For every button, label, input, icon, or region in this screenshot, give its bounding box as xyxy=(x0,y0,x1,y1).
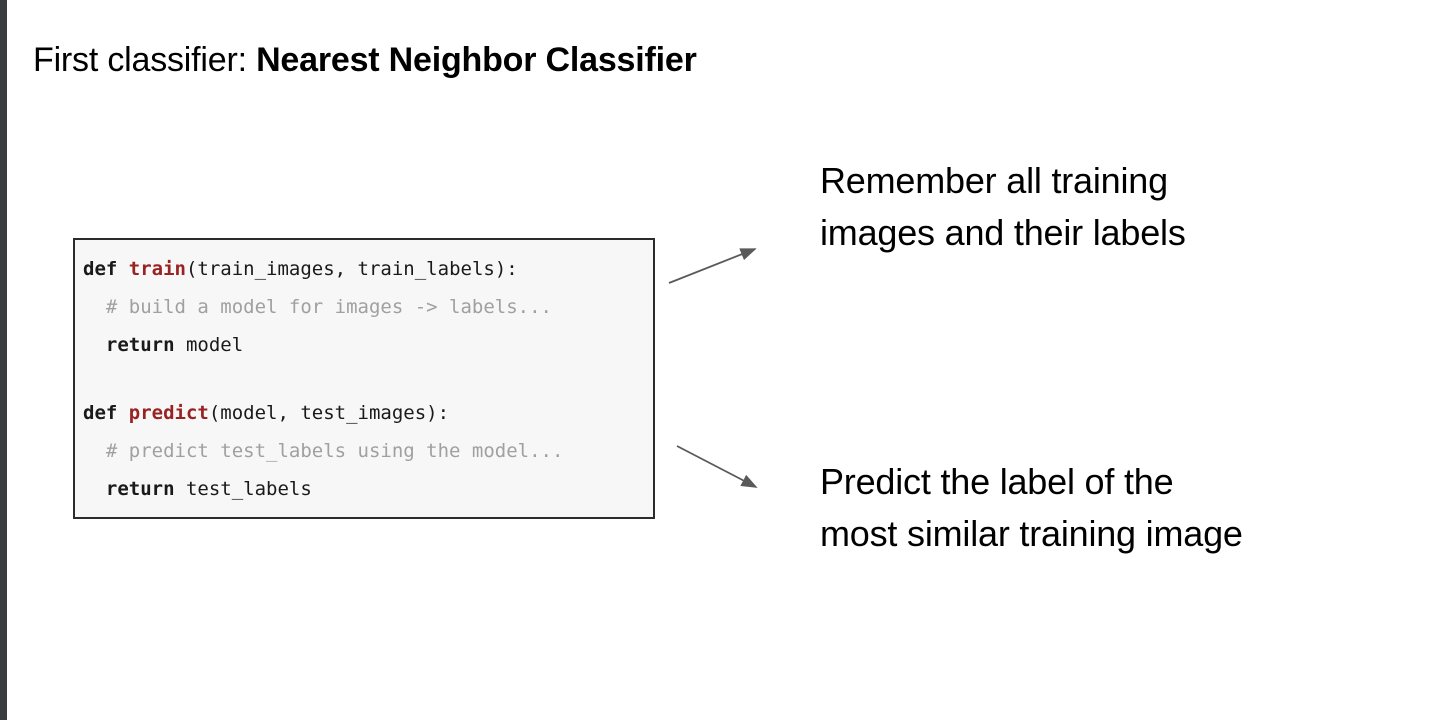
code-token-fn: predict xyxy=(128,402,209,424)
code-token-plain xyxy=(83,372,94,394)
annotation-train-line-1: Remember all training xyxy=(820,160,1168,201)
code-token-fn: train xyxy=(128,258,186,280)
code-token-plain: (model, test_images): xyxy=(208,402,450,424)
page-title: First classifier: Nearest Neighbor Class… xyxy=(33,38,697,82)
code-line-blank-line xyxy=(83,364,653,394)
code-line-return-test-labels: return test_labels xyxy=(83,470,653,508)
code-token-plain: (train_images, train_labels): xyxy=(185,258,518,280)
annotation-predict: Predict the label of the most similar tr… xyxy=(820,456,1420,560)
code-token-kw: def xyxy=(83,402,129,424)
code-token-comment: # build a model for images -> labels... xyxy=(83,296,552,318)
annotation-predict-line-1: Predict the label of the xyxy=(820,461,1174,502)
code-line-comment-predict: # predict test_labels using the model... xyxy=(83,432,653,470)
code-token-kw: return xyxy=(83,334,186,356)
code-token-plain: model xyxy=(185,334,244,356)
left-edge-strip xyxy=(0,0,7,720)
code-token-kw: def xyxy=(83,258,129,280)
annotation-train-line-2: images and their labels xyxy=(820,212,1186,253)
code-token-kw: return xyxy=(83,478,186,500)
code-line-return-model: return model xyxy=(83,326,653,364)
arrow-to-train-annotation xyxy=(668,248,757,284)
code-line-comment-train: # build a model for images -> labels... xyxy=(83,288,653,326)
page-title-emphasis: Nearest Neighbor Classifier xyxy=(256,41,697,79)
code-token-plain: test_labels xyxy=(185,478,312,500)
code-block: def train(train_images, train_labels): #… xyxy=(73,238,655,519)
code-line-def-train: def train(train_images, train_labels): xyxy=(83,250,653,288)
page-title-prefix: First classifier: xyxy=(33,41,257,79)
arrow-to-predict-annotation xyxy=(676,445,758,488)
code-token-comment: # predict test_labels using the model... xyxy=(83,440,564,462)
annotation-predict-line-2: most similar training image xyxy=(820,513,1243,554)
code-line-def-predict: def predict(model, test_images): xyxy=(83,394,653,432)
code-listing: def train(train_images, train_labels): #… xyxy=(75,240,653,508)
annotation-train: Remember all training images and their l… xyxy=(820,155,1420,259)
